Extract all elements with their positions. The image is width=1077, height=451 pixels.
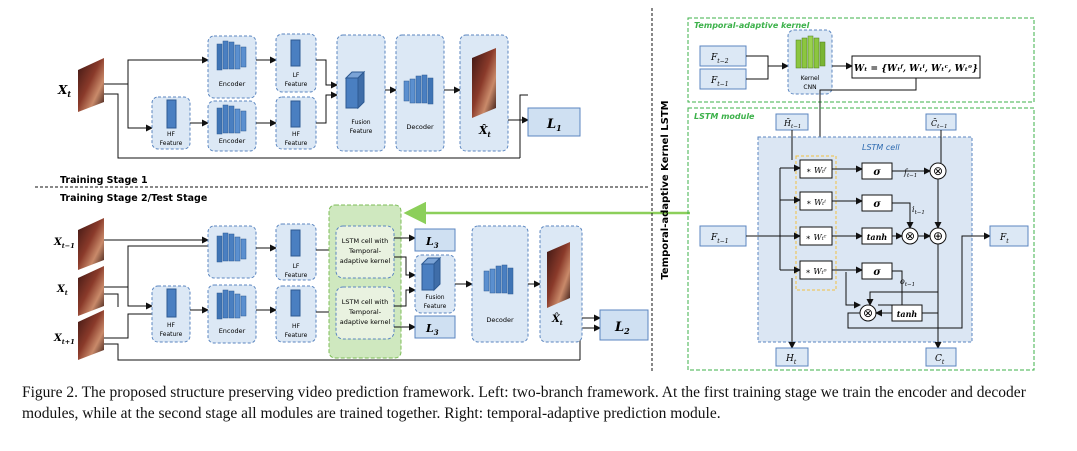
loss-l3-bottom-box [414, 315, 456, 339]
lstm-top-line2: Temporal- [348, 247, 382, 255]
loss-l2-box [599, 309, 649, 341]
stage2-group: Xt−1 Xt Xt+1 HF Feature Encoder LF Featu… [53, 204, 649, 361]
f-prev1-label: Ft−1 [710, 76, 729, 88]
hf-top-label-1: HF [292, 131, 301, 138]
wt-formula-text: Wₜ = {Wₜᶠ, Wₜⁱ, Wₜᶜ, Wₜᵒ} [854, 64, 978, 74]
loss-l2-label: L2 [614, 320, 630, 336]
encoder-top-label: Encoder [219, 80, 246, 88]
tanh-c-label: tanh [867, 232, 888, 242]
sigma-o-label: σ [873, 267, 881, 278]
lstm-module-section: LSTM module H̄t−1 C̄t−1 LSTM cell Ft−1 ∗… [687, 107, 1035, 371]
s2-hf-top-label-1: HF [292, 323, 301, 330]
input-multiply-symbol: ⊗ [905, 229, 915, 243]
xhat-image [472, 48, 496, 118]
f-in-label: Ft−1 [710, 233, 729, 245]
lstm-bottom-line2: Temporal- [348, 308, 382, 316]
lstm-cell-title: LSTM cell [862, 143, 900, 152]
h-prev-label: H̄t−1 [783, 119, 801, 130]
kernel-cnn-label-1: Kernel [801, 75, 820, 82]
loss-l3-top-box [414, 228, 456, 252]
gates-highlight [795, 155, 837, 291]
loss-l1-label: L1 [546, 117, 562, 133]
gate-i-label: it−1 [912, 205, 925, 216]
f-out-label: Ft [999, 233, 1009, 245]
stage1-group: Xt HF Feature Encoder Encoder LF Feature… [57, 33, 581, 159]
lstm-bottom-line3: adaptive kernel [340, 318, 391, 326]
right-vertical-title: Temporal-adaptive Kernel LSTM [660, 100, 671, 279]
kernel-section-box [687, 17, 1035, 103]
kernel-section-title: Temporal-adaptive kernel [694, 21, 810, 30]
fusion-label-1: Fusion [351, 119, 370, 126]
stage1-title: Training Stage 1 [60, 175, 148, 186]
s2-hf-label-1: HF [167, 322, 176, 329]
add-symbol: ⊕ [933, 229, 943, 243]
lstm-cell-top [335, 225, 395, 279]
tanh-out-label: tanh [897, 309, 918, 319]
xhat-label: X̂t [478, 124, 492, 139]
lstm-bottom-line1: LSTM cell with [342, 298, 388, 306]
hf-label-1: HF [167, 131, 176, 138]
f-prev2-label: Ft−2 [710, 53, 729, 65]
gate-f-label: ft−1 [903, 168, 917, 179]
input-xt-current-label: Xt [56, 284, 68, 297]
lstm-module-title: LSTM module [694, 112, 755, 121]
s2-fusion-label-1: Fusion [425, 294, 444, 301]
sigma-i-label: σ [873, 199, 881, 210]
s2-lf-label-2: Feature [285, 272, 308, 279]
c-out-label: Ct [935, 354, 945, 366]
fusion-label-2: Feature [350, 128, 373, 135]
c-prev-label: C̄t−1 [931, 119, 947, 130]
s2-lf-label-1: LF [293, 263, 300, 270]
loss-l1-box [527, 107, 581, 137]
h-out-box [775, 347, 809, 367]
s2-xhat-label: X̂t [551, 313, 563, 327]
weight-i-label: ∗ Wₜⁱ [806, 198, 826, 207]
output-multiply-symbol: ⊗ [863, 306, 873, 320]
input-frame-prev [78, 218, 104, 270]
s2-fusion-label-2: Feature [424, 303, 447, 310]
kernel-cnn-label-2: CNN [803, 84, 816, 91]
decoder-label: Decoder [406, 123, 434, 131]
input-frame-next [78, 310, 104, 360]
lstm-cell-bottom [335, 286, 395, 340]
loss-l3-bottom-label: L3 [425, 322, 439, 337]
weight-f-label: ∗ Wₜᶠ [806, 166, 827, 175]
input-frame-current [78, 266, 104, 316]
lstm-top-line1: LSTM cell with [342, 237, 388, 245]
weight-o-label: ∗ Wₜᵒ [805, 267, 826, 276]
figure-caption: Figure 2. The proposed structure preserv… [22, 384, 1026, 422]
lf-label-1: LF [293, 72, 300, 79]
s2-encoder-bottom-label: Encoder [219, 327, 246, 335]
input-xt-next-label: Xt+1 [53, 333, 75, 346]
stage2-title: Training Stage 2/Test Stage [60, 193, 207, 204]
s2-xhat-image [547, 242, 570, 308]
s2-decoder-label: Decoder [486, 316, 514, 324]
input-xt-prev-label: Xt−1 [53, 237, 75, 250]
lstm-module-box [687, 107, 1035, 371]
c-out-box [925, 347, 957, 367]
forget-multiply-symbol: ⊗ [933, 164, 943, 178]
framework-diagram: Xt HF Feature Encoder Encoder LF Feature… [35, 8, 1035, 372]
encoder-bottom-label: Encoder [219, 137, 246, 145]
lstm-top-line3: adaptive kernel [340, 257, 391, 265]
weight-c-label: ∗ Wₜᶜ [806, 233, 827, 242]
loss-l3-top-label: L3 [425, 235, 439, 250]
lf-label-2: Feature [285, 81, 308, 88]
input-xt-label: Xt [57, 83, 71, 99]
kernel-section: Temporal-adaptive kernel Ft−2 Ft−1 Kerne… [687, 17, 1035, 168]
hf-label-2: Feature [160, 140, 183, 147]
kernel-cnn-icon [795, 35, 826, 69]
h-out-label: Ht [785, 354, 797, 366]
s2-hf-label-2: Feature [160, 331, 183, 338]
f-out-box [989, 225, 1029, 247]
input-frame-image [78, 58, 104, 112]
hf-top-label-2: Feature [285, 140, 308, 147]
sigma-f-label: σ [873, 167, 881, 178]
s2-hf-top-label-2: Feature [285, 332, 308, 339]
